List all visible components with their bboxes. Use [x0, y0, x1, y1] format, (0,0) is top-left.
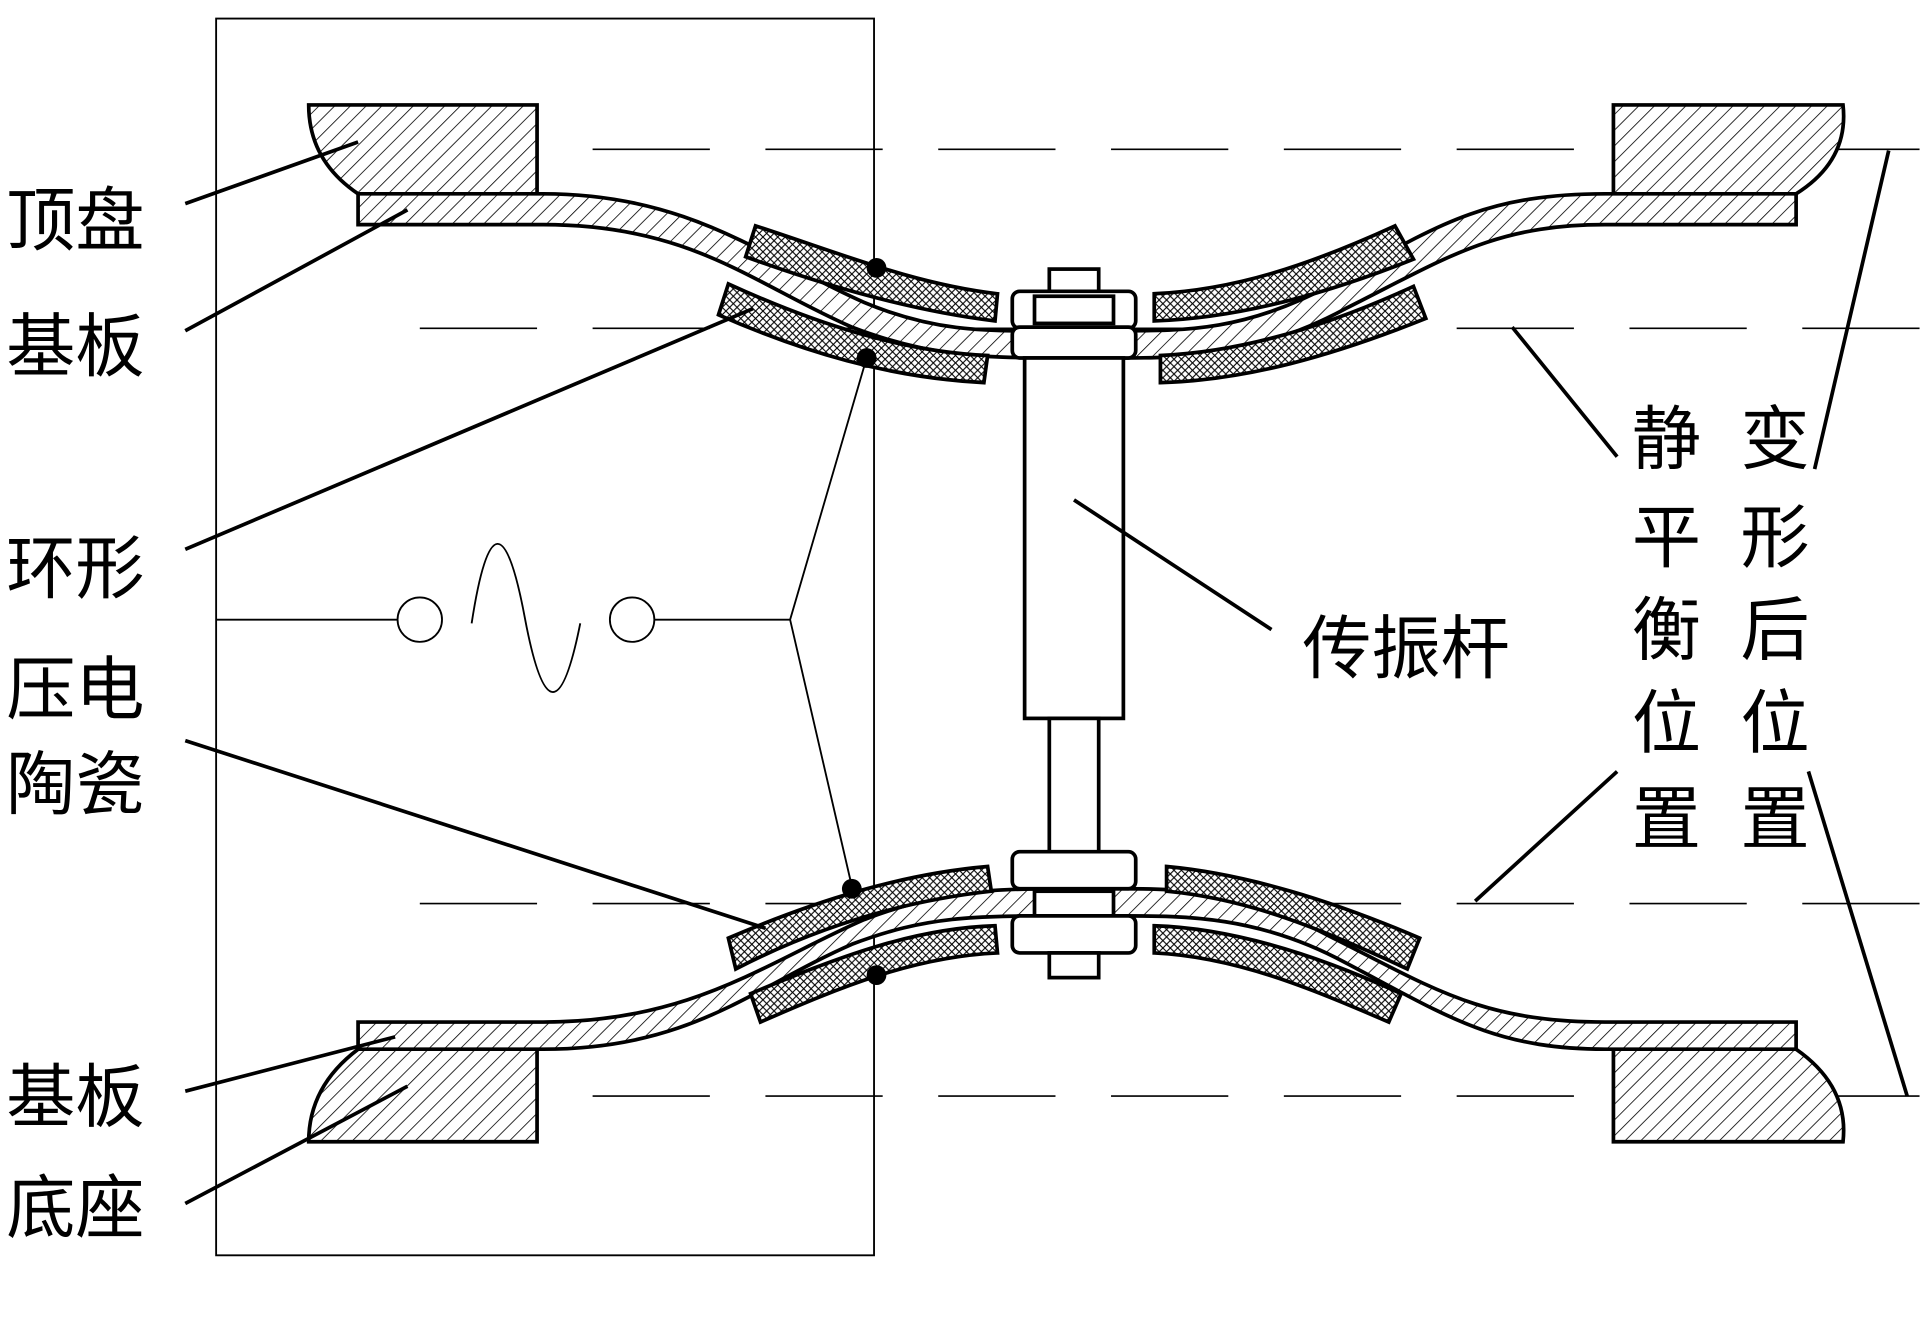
label-deformed: 变 形 后 位 置 [1741, 400, 1810, 860]
electrode-dot [866, 257, 887, 278]
label-static-equilibrium: 静 平 衡 位 置 [1632, 400, 1701, 860]
piezo-ring [1164, 864, 1423, 972]
label-char: 平 [1632, 499, 1701, 579]
piezo-ring [726, 864, 994, 972]
circuit-wire [215, 17, 875, 1257]
base-left [306, 1047, 539, 1144]
label-piezo-3: 陶瓷 [6, 746, 144, 826]
terminal [396, 596, 443, 643]
label-rod: 传振杆 [1302, 610, 1509, 690]
base-right [1611, 1047, 1846, 1144]
piezo-ring [1152, 923, 1404, 1025]
top-disc-left [306, 103, 539, 196]
piezo-ring [1152, 223, 1417, 323]
label-char: 位 [1741, 684, 1810, 764]
piezo-ring [716, 281, 990, 385]
top-disc-right [1611, 103, 1846, 196]
label-char: 衡 [1632, 591, 1701, 671]
circuit-wire [654, 357, 868, 887]
label-base: 底座 [6, 1169, 144, 1249]
label-char: 置 [1741, 780, 1810, 860]
label-char: 置 [1632, 780, 1701, 860]
electrode-dot [866, 965, 887, 986]
electrode-dot [856, 348, 877, 368]
label-char: 变 [1741, 400, 1810, 480]
piezo-ring [1158, 283, 1429, 385]
label-char: 后 [1741, 591, 1810, 671]
leader-lines [184, 140, 1909, 1206]
label-piezo-2: 压电 [6, 650, 144, 730]
label-substrate-bottom: 基板 [6, 1058, 144, 1138]
label-substrate-top: 基板 [6, 307, 144, 387]
terminal [608, 596, 656, 643]
label-char: 静 [1632, 400, 1701, 480]
label-top-disc: 顶盘 [6, 181, 144, 261]
label-piezo-1: 环形 [6, 529, 144, 609]
ac-source-icon [470, 542, 582, 693]
vibration-rod [1010, 267, 1138, 980]
label-char: 位 [1632, 684, 1701, 764]
label-char: 形 [1741, 499, 1810, 579]
electrode-dot [841, 878, 862, 899]
